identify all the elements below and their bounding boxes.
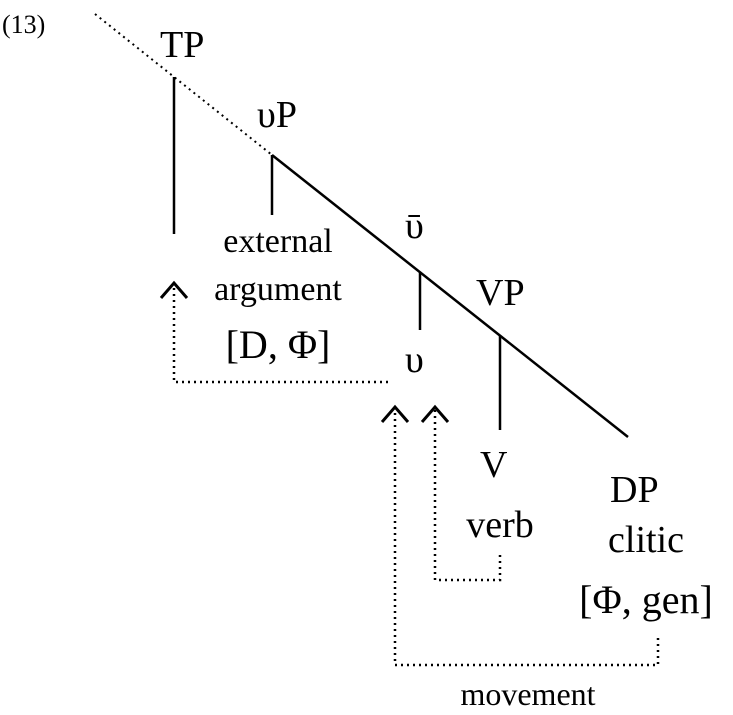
movement-label: movement — [460, 676, 595, 712]
movement-arrow-clitic-to-v — [393, 410, 660, 667]
movement-arrow-v-to-tp — [172, 286, 388, 384]
arrowhead-up-icon — [159, 280, 189, 299]
leaf-verb: verb — [466, 504, 534, 546]
spine-dotted-edge — [94, 13, 273, 156]
leaf-clitic-features: [Φ, gen] — [579, 577, 713, 622]
external-argument-features: [D, Φ] — [226, 322, 331, 367]
external-argument-line1: external — [223, 223, 333, 260]
node-v: V — [480, 444, 508, 486]
arrowhead-up-icon — [420, 404, 450, 423]
arrowhead-up-icon — [380, 404, 410, 423]
node-vp: VP — [476, 272, 525, 314]
external-argument-line2: argument — [214, 271, 342, 308]
node-dp: DP — [610, 469, 659, 511]
spine-solid-edge — [271, 154, 629, 438]
leaf-clitic: clitic — [608, 519, 684, 561]
node-vp-little: υP — [257, 94, 297, 136]
movement-arrow-verb-to-v — [433, 410, 502, 582]
example-number: (13) — [2, 10, 45, 39]
node-v-bar: ῡ — [405, 205, 424, 247]
node-tp: TP — [160, 24, 204, 66]
node-v-little: υ — [405, 339, 424, 381]
